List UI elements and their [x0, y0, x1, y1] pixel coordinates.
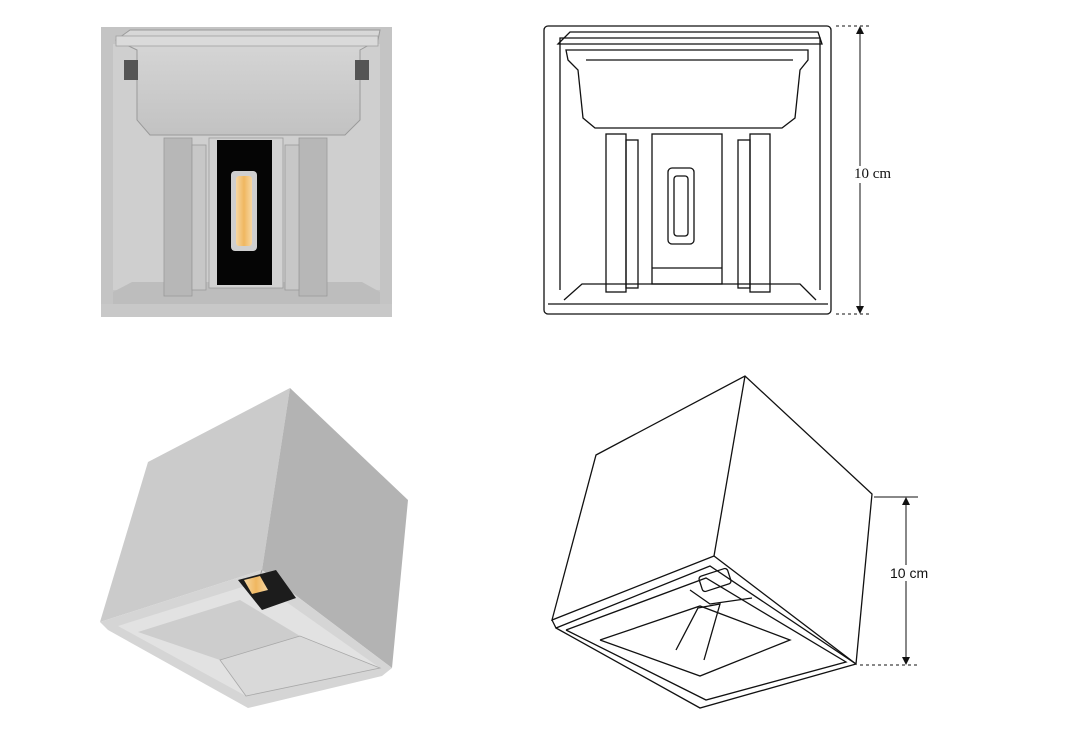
left-hinge [124, 60, 138, 80]
iso-led-chip [244, 576, 268, 594]
iso-dimension-label: 10 cm [888, 565, 931, 581]
led-chip [236, 176, 252, 246]
top-tray [115, 29, 381, 136]
fin-right-outer [298, 137, 328, 297]
outline-led [667, 167, 695, 245]
iso-view-photo [100, 388, 408, 708]
outline-cube [551, 375, 873, 666]
fin-left-outer [163, 137, 193, 297]
front-view-drawing [543, 25, 832, 315]
outline-fin-right [749, 133, 771, 293]
outline-frame [543, 25, 832, 315]
front-view-photo [101, 27, 392, 317]
outline-fin-left [605, 133, 627, 293]
outline-iso-led [698, 567, 732, 593]
cube-left-face [100, 388, 290, 622]
iso-view-drawing [551, 375, 873, 709]
cube-right-face [262, 388, 408, 668]
front-dimension-label: 10 cm [852, 166, 894, 183]
iso-dimension [860, 496, 918, 666]
right-hinge [355, 60, 369, 80]
outline-tray [565, 49, 809, 129]
